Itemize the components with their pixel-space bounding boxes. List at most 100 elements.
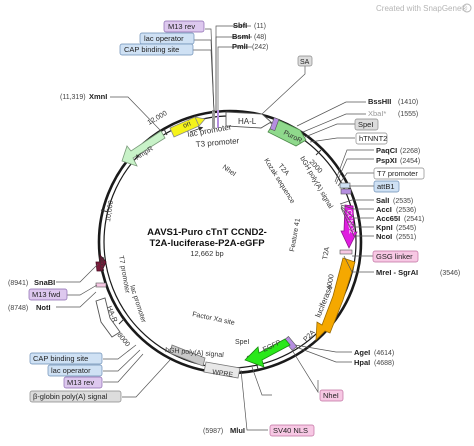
puror-arrow bbox=[267, 118, 307, 147]
cap-top-label: CAP binding site bbox=[124, 45, 179, 54]
ncoi-pos: (2551) bbox=[396, 234, 416, 241]
lac-operator-bottom-tag[interactable]: lac operator bbox=[47, 364, 103, 377]
noti-site[interactable]: (8748) NotI bbox=[8, 303, 51, 312]
acc65i-site[interactable]: Acc65I (2541) bbox=[376, 214, 424, 223]
ccdb-arrow bbox=[95, 253, 107, 272]
nhei-inner-label: NheI bbox=[221, 164, 237, 178]
ampr-feature[interactable]: AmpR bbox=[121, 130, 166, 167]
mrei-site[interactable]: MreI - SgrAI (3546) bbox=[376, 268, 460, 277]
ccnd2-label: CCND2 bbox=[345, 209, 354, 234]
bsmi-label: BsmI bbox=[232, 32, 250, 41]
lac-operator-top-label: lac operator bbox=[144, 34, 184, 43]
ccnd2-feature[interactable]: CCND2 bbox=[340, 204, 358, 249]
ncoi-label: NcoI bbox=[376, 232, 392, 241]
mrei-label: MreI - SgrAI bbox=[376, 268, 418, 277]
puror-feature[interactable]: PuroR bbox=[267, 118, 307, 147]
kpni-site[interactable]: KpnI (2545) bbox=[376, 223, 416, 232]
sbfi-site[interactable]: SbfI (11) bbox=[233, 21, 266, 30]
m13fwd-box bbox=[28, 288, 68, 301]
pspxi-site[interactable]: PspXI (2454) bbox=[376, 156, 420, 165]
paqci-pos: (2268) bbox=[400, 148, 420, 155]
gsg-label: GSG linker bbox=[376, 252, 413, 261]
bglobin-box bbox=[29, 390, 122, 403]
ccdb-label: ccdB bbox=[99, 256, 106, 272]
snabi-site[interactable]: (8941) SnaBI bbox=[8, 278, 55, 287]
ori-feature[interactable]: ori bbox=[169, 116, 206, 138]
agei-site[interactable]: AgeI (4614) bbox=[354, 348, 394, 357]
sa-box bbox=[297, 55, 313, 67]
sa-tag[interactable]: SA bbox=[297, 55, 313, 67]
m13rev-bottom-tag[interactable]: M13 rev bbox=[63, 376, 103, 389]
agei-pos: (4614) bbox=[374, 350, 394, 357]
luciferase-arrow bbox=[315, 257, 356, 342]
cap-bottom-tag[interactable]: CAP binding site bbox=[29, 352, 103, 365]
lac-operator-bottom-box bbox=[47, 364, 103, 377]
bsshii-site[interactable]: BssHII (1410) bbox=[368, 97, 418, 106]
m13rev-top-tag[interactable]: M13 rev bbox=[163, 20, 205, 33]
sv40-label: SV40 NLS bbox=[273, 426, 308, 435]
hal-label: HA-L bbox=[238, 117, 257, 126]
acci-label: AccI bbox=[376, 205, 392, 214]
t7-promoter-left-label: T7 promoter bbox=[117, 255, 131, 294]
har-feature[interactable]: HA-R bbox=[95, 297, 121, 338]
t7-right-box bbox=[373, 167, 425, 180]
sali-site[interactable]: SalI (2535) bbox=[376, 196, 413, 205]
acci-pos: (2536) bbox=[396, 207, 416, 214]
gsg-block bbox=[339, 249, 353, 255]
xbai-label: XbaI* bbox=[368, 109, 386, 118]
paqci-site[interactable]: PaqCI (2268) bbox=[376, 146, 420, 155]
bglobin-tag[interactable]: β-globin poly(A) signal bbox=[29, 390, 122, 403]
sa-block bbox=[212, 110, 215, 128]
nhei-out-label: NheI bbox=[323, 391, 339, 400]
wpre-feature[interactable]: WPRE bbox=[203, 361, 241, 379]
noti-label: NotI bbox=[36, 303, 51, 312]
xbai-site[interactable]: XbaI* (1555) bbox=[368, 109, 418, 118]
lac-operator-bottom-label: lac operator bbox=[51, 366, 91, 375]
cap-bottom-label: CAP binding site bbox=[33, 354, 88, 363]
nhei-out-box bbox=[319, 389, 344, 402]
tick-label-8000: 8000 bbox=[115, 332, 130, 349]
bsshii-label: BssHII bbox=[368, 97, 391, 106]
t3-block bbox=[217, 110, 219, 128]
t7-right-block bbox=[340, 188, 352, 195]
hal-feature[interactable]: HA-L bbox=[225, 111, 272, 129]
leader-lines bbox=[56, 25, 374, 431]
xmni-site[interactable]: (11,319) XmnI bbox=[60, 92, 107, 101]
ncoi-site[interactable]: NcoI (2551) bbox=[376, 232, 416, 241]
spei-right-tag[interactable]: SpeI bbox=[354, 118, 379, 131]
hpai-site[interactable]: HpaI (4688) bbox=[354, 358, 394, 367]
htnnt2-tag[interactable]: hTNNT2 bbox=[355, 132, 388, 145]
attb1-tag[interactable]: attB1 bbox=[373, 180, 400, 193]
xmni-label: XmnI bbox=[89, 92, 107, 101]
cap-top-tag[interactable]: CAP binding site bbox=[119, 43, 194, 56]
pmli-site[interactable]: PmlI (242) bbox=[232, 42, 268, 51]
acc65i-label: Acc65I bbox=[376, 214, 400, 223]
mlui-pos: (5987) bbox=[203, 428, 223, 435]
bsmi-site[interactable]: BsmI (48) bbox=[232, 32, 266, 41]
gsg-box bbox=[372, 250, 419, 263]
gsg-tag[interactable]: GSG linker bbox=[372, 250, 419, 263]
spei-right-label: SpeI bbox=[358, 120, 373, 129]
ccdb-feature[interactable]: ccdB bbox=[95, 253, 107, 272]
sv40-tag[interactable]: SV40 NLS bbox=[269, 424, 315, 437]
ori-arrow bbox=[169, 116, 206, 138]
paqci-label: PaqCI bbox=[376, 146, 397, 155]
m13rev-top-label: M13 rev bbox=[168, 22, 195, 31]
t2a-right-label: T2A bbox=[322, 246, 331, 260]
t3-promoter-label: T3 promoter bbox=[195, 136, 240, 149]
snabi-pos: (8941) bbox=[8, 280, 28, 287]
plasmid-size: 12,662 bp bbox=[190, 249, 223, 258]
xbai-pos: (1555) bbox=[398, 111, 418, 118]
lac-promoter-top-arrow bbox=[189, 126, 204, 133]
snapgene-logo-icon bbox=[462, 3, 472, 13]
mlui-site[interactable]: (5987) MluI bbox=[203, 426, 245, 435]
t7-right-tag[interactable]: T7 promoter bbox=[373, 167, 425, 180]
hgh-block bbox=[169, 344, 206, 367]
lac-operator-top-tag[interactable]: lac operator bbox=[139, 32, 195, 45]
m13rev-bottom-label: M13 rev bbox=[67, 378, 94, 387]
sali-pos: (2535) bbox=[393, 198, 413, 205]
sbfi-pos: (11) bbox=[254, 23, 266, 30]
acci-site[interactable]: AccI (2536) bbox=[376, 205, 416, 214]
m13fwd-tag[interactable]: M13 fwd bbox=[28, 288, 68, 301]
nhei-out-tag[interactable]: NheI bbox=[319, 389, 344, 402]
